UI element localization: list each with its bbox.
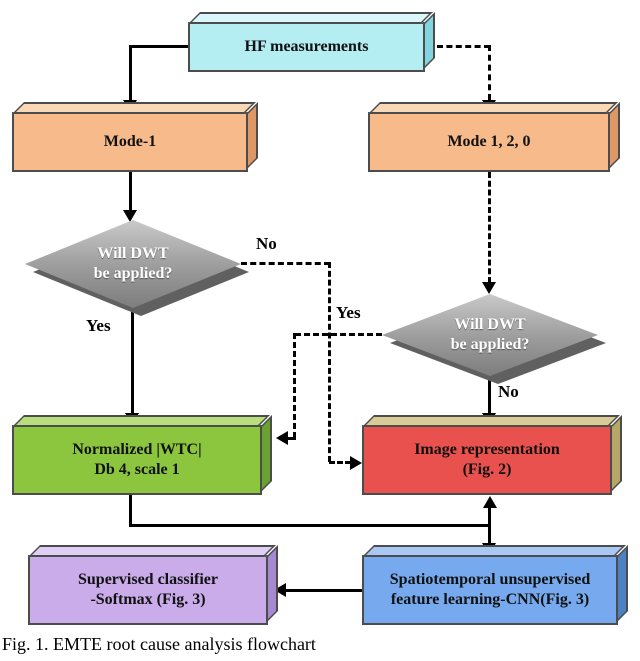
- edge-label-yes-right: Yes: [336, 303, 361, 322]
- edge-dwtleft-no-arrowhead: [350, 456, 362, 470]
- decision-label-line2: be applied?: [450, 336, 530, 353]
- edge-dwtleft-no-hsegment2: [329, 461, 351, 464]
- node-label-line2: feature learning-CNN(Fig. 3): [390, 591, 590, 608]
- edge-dwtright-no-to-imgrep-segment: [488, 374, 491, 414]
- node-label-line1: Image representation: [414, 441, 560, 458]
- edge-mode120-to-dwtright-segment: [488, 172, 491, 283]
- node-normalized-wtc: Normalized |WTC| Db 4, scale 1: [12, 425, 262, 495]
- node-label-line1: Supervised classifier: [78, 571, 218, 588]
- node-label-line2: -Softmax (Fig. 3): [90, 591, 206, 608]
- edge-dwtright-yes-arrowhead: [276, 431, 288, 445]
- node-label-line2: (Fig. 2): [462, 461, 512, 478]
- node-hf-measurements: HF measurements: [188, 22, 425, 72]
- edge-hf-to-mode1-vsegment: [129, 45, 132, 100]
- edge-hf-to-mode120-hsegment: [437, 45, 490, 48]
- decision-label-line1: Will DWT: [97, 245, 169, 262]
- node-label: Mode-1: [103, 133, 157, 150]
- edge-mode120-to-dwtright-arrowhead: [482, 282, 496, 294]
- edge-cnn-to-classifier-segment: [284, 589, 362, 592]
- decision-dwt-left: Will DWT be applied?: [25, 220, 249, 316]
- node-mode-1-2-0: Mode 1, 2, 0: [368, 112, 610, 172]
- edge-label-yes-left: Yes: [86, 316, 111, 335]
- node-label-line1: Normalized |WTC|: [72, 441, 202, 458]
- diamond-face: Will DWT be applied?: [25, 220, 241, 308]
- node-image-representation: Image representation (Fig. 2): [362, 425, 612, 495]
- edge-mode1-to-dwtleft-arrowhead: [123, 210, 137, 222]
- edge-dwtleft-no-hsegment1: [241, 262, 330, 265]
- edge-hf-to-mode1-hsegment: [130, 45, 188, 48]
- edge-dwtleft-yes-to-wtc-segment: [131, 306, 134, 414]
- edge-dwtright-yes-vsegment: [293, 333, 296, 438]
- node-label-line2: Db 4, scale 1: [94, 461, 180, 478]
- figure-caption: Fig. 1. EMTE root cause analysis flowcha…: [2, 634, 316, 654]
- decision-label-line1: Will DWT: [454, 316, 526, 333]
- edge-wtc-to-imgrep-arrowhead: [483, 496, 497, 508]
- node-label: HF measurements: [244, 38, 369, 55]
- decision-dwt-right: Will DWT be applied?: [382, 294, 606, 384]
- edge-label-no-right: No: [498, 382, 519, 401]
- decision-label-line2: be applied?: [93, 265, 173, 282]
- node-label: Mode 1, 2, 0: [447, 133, 531, 150]
- edge-wtc-to-imgrep-hsegment: [129, 524, 491, 527]
- diamond-face: Will DWT be applied?: [382, 294, 598, 376]
- edge-label-no-left: No: [256, 234, 277, 253]
- node-mode-1: Mode-1: [12, 112, 248, 172]
- node-supervised-classifier: Supervised classifier -Softmax (Fig. 3): [28, 555, 268, 625]
- node-cnn-feature-learning: Spatiotemporal unsupervised feature lear…: [362, 555, 618, 625]
- edge-dwtright-yes-hsegment1: [295, 333, 382, 336]
- edge-junction-up-segment: [488, 507, 491, 525]
- edge-dwtleft-no-vsegment: [328, 262, 331, 462]
- node-label-line1: Spatiotemporal unsupervised: [389, 571, 591, 588]
- edge-imgrep-to-cnn-segment: [488, 524, 491, 544]
- edge-wtc-down-segment: [129, 495, 132, 527]
- edge-mode1-to-dwtleft-segment: [129, 172, 132, 212]
- edge-dwtright-yes-hsegment2: [288, 437, 296, 440]
- edge-hf-to-mode120-vsegment: [488, 45, 491, 100]
